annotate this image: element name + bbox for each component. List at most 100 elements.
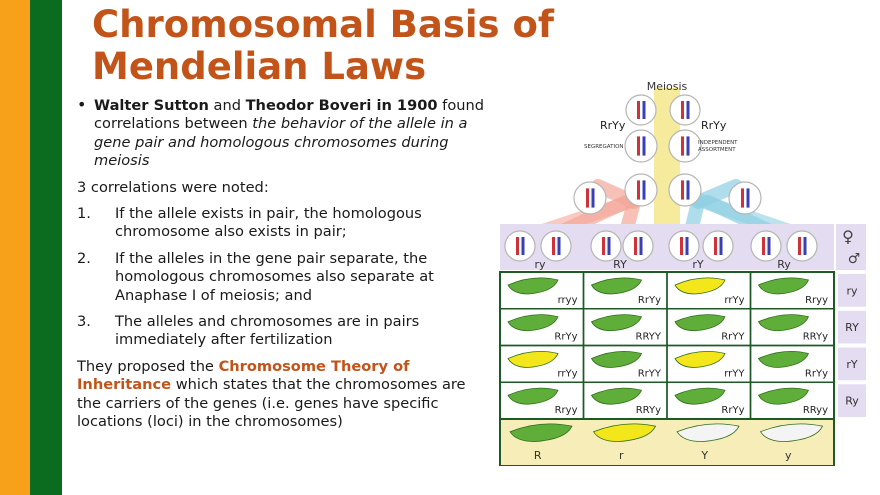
chromosome-blue <box>767 237 771 255</box>
chromosome-blue <box>521 237 525 255</box>
cell <box>668 230 700 262</box>
gamete-label: ry <box>534 258 546 271</box>
pea-pod <box>759 423 824 443</box>
row-label-box <box>838 310 866 344</box>
correlation-3: 3. The alleles and chromosomes are in pa… <box>77 313 487 350</box>
genotype-label: RRyy <box>803 405 828 416</box>
row-label: ry <box>846 284 858 297</box>
pod-shape <box>590 350 643 368</box>
cell <box>590 230 622 262</box>
chromosome-blue <box>686 101 690 119</box>
correlation-1: 1. If the allele exists in pair, the hom… <box>77 205 487 242</box>
meiosis-label: Meiosis <box>647 80 688 93</box>
cell-circle <box>504 230 536 262</box>
pea-pod <box>757 277 810 295</box>
female-icon: ♀ <box>842 227 854 246</box>
chromosome-blue <box>591 188 595 208</box>
pod-shape <box>590 314 643 332</box>
cell-circle <box>668 173 702 207</box>
pod-shape <box>759 423 824 443</box>
chromosome-red <box>762 237 765 255</box>
chromosome-red <box>637 180 640 200</box>
bottom-pod-label: R <box>534 449 542 462</box>
cell-circle <box>668 230 700 262</box>
chromosome-red <box>681 101 684 119</box>
slide-content: • Walter Sutton and Theodor Boveri in 19… <box>77 95 487 432</box>
right-parent-genotype: RrYy <box>701 119 727 132</box>
name-boveri: Theodor Boveri in 1900 <box>245 97 438 114</box>
chromosome-blue <box>642 136 646 156</box>
chromosome-blue <box>642 180 646 200</box>
cell-circle <box>750 230 782 262</box>
segregation-label: SEGREGATION <box>584 144 624 150</box>
grid-cell <box>749 381 835 420</box>
gamete-label: rY <box>692 258 704 271</box>
pod-shape <box>757 314 810 332</box>
cell <box>622 230 654 262</box>
chromosome-red <box>602 237 605 255</box>
correlation-number: 2. <box>77 249 91 267</box>
theory-highlight: Chromosome Theory of Inheritance <box>77 357 410 394</box>
chromosome-red <box>681 136 684 156</box>
pea-pod <box>674 350 726 368</box>
genotype-label: RrYy <box>554 332 577 343</box>
pea-pod <box>507 314 559 332</box>
pea-pod <box>590 350 643 368</box>
cell <box>728 181 762 215</box>
bottom-pod-label: y <box>785 449 792 462</box>
pea-pod <box>676 423 740 443</box>
chromosome-red <box>637 136 640 156</box>
pea-pod <box>592 423 657 443</box>
genotype-label: rryy <box>558 295 578 306</box>
pod-shape <box>509 423 573 443</box>
bottom-pod-label: r <box>619 449 624 462</box>
cell-circle <box>622 230 654 262</box>
male-icon: ♂ <box>848 251 861 267</box>
row-label: rY <box>846 358 858 371</box>
cell-circle <box>728 181 762 215</box>
chromosome-red <box>637 101 640 119</box>
genotype-label: RrYy <box>721 405 744 416</box>
chromosome-red <box>680 237 683 255</box>
cell-circle <box>624 129 658 163</box>
genotype-label: rrYy <box>724 295 744 306</box>
text-and: and <box>208 97 246 114</box>
meiosis-punnett-figure: Meiosis RrYy RrYy SEGREGATION INDEPENDEN… <box>499 80 866 466</box>
cell <box>625 94 657 126</box>
chromosome-blue <box>557 237 561 255</box>
cell <box>750 230 782 262</box>
gamete-label: Ry <box>777 258 791 271</box>
orange-side-bar <box>0 0 30 495</box>
pea-pod <box>507 350 559 368</box>
pea-pod <box>590 387 643 405</box>
correlation-text: If the alleles in the gene pair separate… <box>115 249 434 304</box>
pod-shape <box>674 314 726 332</box>
chromosome-red <box>681 180 684 200</box>
cell-circle <box>702 230 734 262</box>
cell-circle <box>669 94 701 126</box>
independent-label: INDEPENDENT ASSORTMENT <box>698 140 738 153</box>
chromosome-red <box>586 188 589 208</box>
slide-title: Chromosomal Basis of Mendelian Laws <box>92 3 554 88</box>
genotype-label: RrYy <box>638 295 661 306</box>
cell-circle <box>668 129 702 163</box>
pod-shape <box>757 387 810 405</box>
genotype-label: RRYy <box>636 405 661 416</box>
pod-shape <box>592 423 657 443</box>
chromosome-blue <box>685 237 689 255</box>
chromosome-blue <box>746 188 750 208</box>
cell <box>668 173 702 207</box>
theory-paragraph: They proposed the Chromosome Theory of I… <box>77 358 487 432</box>
independent-label-box: INDEPENDENT ASSORTMENT <box>698 140 738 153</box>
row-label: Ry <box>845 395 859 408</box>
pea-pod <box>590 277 643 295</box>
cell-circle <box>624 173 658 207</box>
row-label-box <box>838 347 866 381</box>
cell <box>504 230 536 262</box>
correlation-number: 3. <box>77 313 91 331</box>
row-label: RY <box>845 321 859 334</box>
pea-pod <box>674 277 726 295</box>
